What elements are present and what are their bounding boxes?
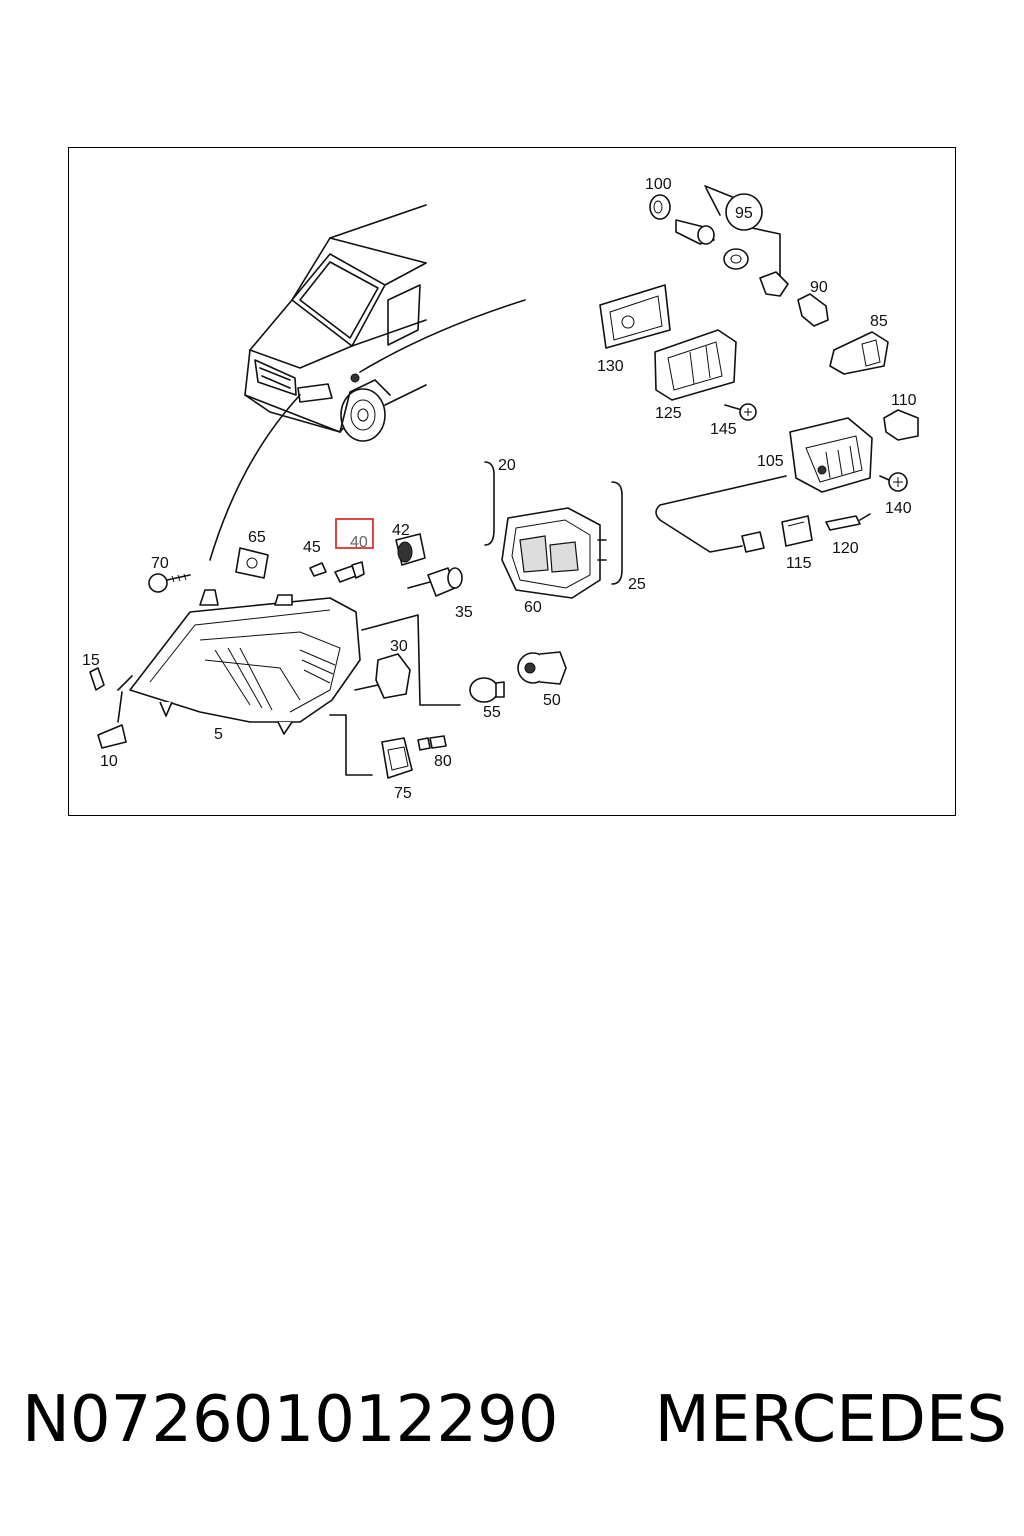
side-marker-105: [789, 417, 873, 493]
bulb-35: [407, 567, 463, 597]
callout-5: 5: [214, 726, 223, 743]
callout-95: 95: [735, 205, 753, 222]
part-number: N072601012290: [22, 1383, 559, 1457]
callout-110: 110: [891, 392, 917, 409]
callout-125: 125: [655, 405, 682, 422]
callout-115: 115: [786, 555, 812, 572]
brace-25: [611, 481, 623, 585]
bulb-55: [469, 677, 505, 703]
bulb-110: [883, 409, 919, 441]
highlight-box-40: [335, 518, 374, 549]
socket-50: [517, 651, 567, 685]
adjuster-10: [97, 691, 127, 749]
callout-130: 130: [597, 358, 624, 375]
screw-145: [724, 403, 757, 421]
connector-115: [781, 515, 813, 547]
housing-125: [654, 329, 737, 401]
screw-70: [148, 573, 191, 593]
callout-85: 85: [870, 313, 888, 330]
terminal-120: [825, 513, 871, 531]
callout-35: 35: [455, 604, 473, 621]
callout-labels: 100 95 90 85 130 125 145 110 105 140 20 …: [82, 176, 917, 802]
bulb-90: [797, 293, 829, 327]
callout-40: 40: [350, 534, 368, 551]
bulb-45: [309, 562, 327, 577]
socket-95-bulb: [675, 185, 789, 297]
clip-15: [89, 667, 105, 691]
callout-145: 145: [710, 421, 737, 438]
callout-50: 50: [543, 692, 561, 709]
callout-140: 140: [885, 500, 912, 517]
gasket-130: [599, 284, 671, 349]
connector-75: [329, 714, 447, 779]
callout-100: 100: [645, 176, 672, 193]
callout-60: 60: [524, 599, 542, 616]
van-illustration: [209, 204, 526, 561]
callout-70: 70: [151, 555, 169, 572]
cover-60: [501, 507, 607, 599]
bulb-40: [334, 561, 365, 583]
callout-45: 45: [303, 539, 321, 556]
callout-25: 25: [628, 576, 646, 593]
actuator-30: [354, 614, 461, 706]
brace-20: [484, 461, 495, 546]
callout-75: 75: [394, 785, 412, 802]
callout-65: 65: [248, 529, 266, 546]
callout-80: 80: [434, 753, 452, 770]
callout-20: 20: [498, 457, 516, 474]
wiring-harness: [655, 475, 787, 553]
callout-30: 30: [390, 638, 408, 655]
callout-15: 15: [82, 652, 100, 669]
callout-55: 55: [483, 704, 501, 721]
screw-140: [879, 472, 908, 492]
callout-105: 105: [757, 453, 784, 470]
headlight-housing: [117, 589, 361, 735]
callout-42: 42: [392, 522, 410, 539]
brand-name: MERCEDES: [654, 1383, 1007, 1457]
gasket-65: [235, 547, 269, 579]
callout-120: 120: [832, 540, 859, 557]
socket-42: [395, 533, 426, 566]
callout-90: 90: [810, 279, 828, 296]
callout-10: 10: [100, 753, 118, 770]
lens-85: [829, 331, 889, 375]
grommet-100: [649, 194, 671, 220]
footer: N072601012290 MERCEDES: [22, 1375, 1007, 1465]
